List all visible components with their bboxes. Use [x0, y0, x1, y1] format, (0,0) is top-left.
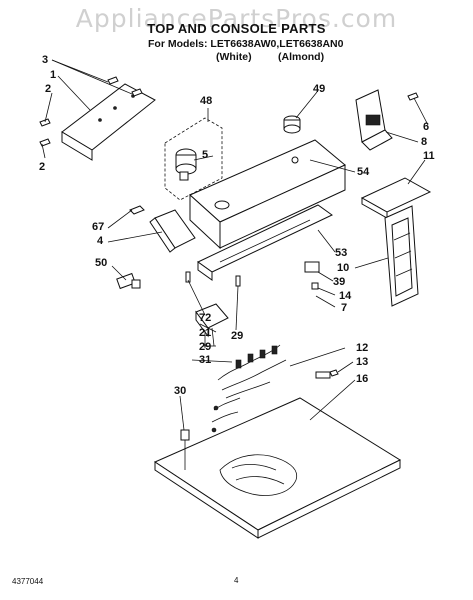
watermark: AppliancePartsPros.com: [75, 4, 398, 33]
post-30: [180, 429, 190, 470]
callout-31: 31: [199, 354, 212, 366]
callout-30: 30: [174, 385, 187, 397]
callout-8: 8: [421, 136, 428, 148]
control-panel-rail: [197, 204, 333, 281]
screws-left: [39, 76, 143, 147]
wire-harness: [211, 344, 287, 433]
callout-48: 48: [200, 95, 213, 107]
callout-14: 14: [339, 290, 352, 302]
dryer-top-panel: [153, 397, 402, 539]
lint-housing: [384, 205, 419, 307]
switch-50: [116, 272, 141, 290]
callout-12: 12: [356, 342, 369, 354]
callout-leaders: [41, 59, 429, 431]
callout-49: 49: [313, 83, 326, 95]
callout-50: 50: [95, 257, 108, 269]
clip-12: [315, 369, 339, 379]
doc-number: 4377044: [12, 577, 44, 586]
screws-console: [185, 271, 241, 287]
callout-29-right: 29: [231, 330, 244, 342]
callout-29-left: 29: [199, 341, 212, 353]
page-number: 4: [234, 576, 239, 585]
callout-1: 1: [50, 69, 57, 81]
callout-2-lower: 2: [39, 161, 46, 173]
callout-2-upper: 2: [45, 83, 52, 95]
callout-11: 11: [423, 150, 435, 162]
knob-49: [283, 115, 301, 134]
callout-6: 6: [423, 121, 430, 133]
bracket-39: [304, 261, 320, 290]
callout-53: 53: [335, 247, 348, 259]
color-white-label: (White): [216, 51, 252, 63]
left-end-bracket: [61, 83, 156, 161]
callout-39: 39: [333, 276, 346, 288]
lint-screen: [360, 177, 432, 219]
models-line: For Models: LET6638AW0,LET6638AN0: [148, 38, 344, 50]
callout-67: 67: [92, 221, 105, 233]
console-panel: [189, 139, 346, 250]
left-end-cap: [129, 205, 196, 253]
callout-10: 10: [337, 262, 350, 274]
right-end-cap: [355, 89, 419, 151]
callout-16: 16: [356, 373, 369, 385]
timer-21: [195, 303, 229, 348]
color-almond-label: (Almond): [278, 51, 325, 63]
control-knob-assembly: [164, 117, 223, 201]
page-title: TOP AND CONSOLE PARTS: [147, 21, 326, 36]
callout-7: 7: [341, 302, 348, 314]
callout-13: 13: [356, 356, 369, 368]
callout-5: 5: [202, 149, 209, 161]
callout-3: 3: [42, 54, 49, 66]
callout-4: 4: [97, 235, 104, 247]
callout-72: 72: [199, 312, 212, 324]
callout-54: 54: [357, 166, 370, 178]
callout-21: 21: [199, 327, 212, 339]
